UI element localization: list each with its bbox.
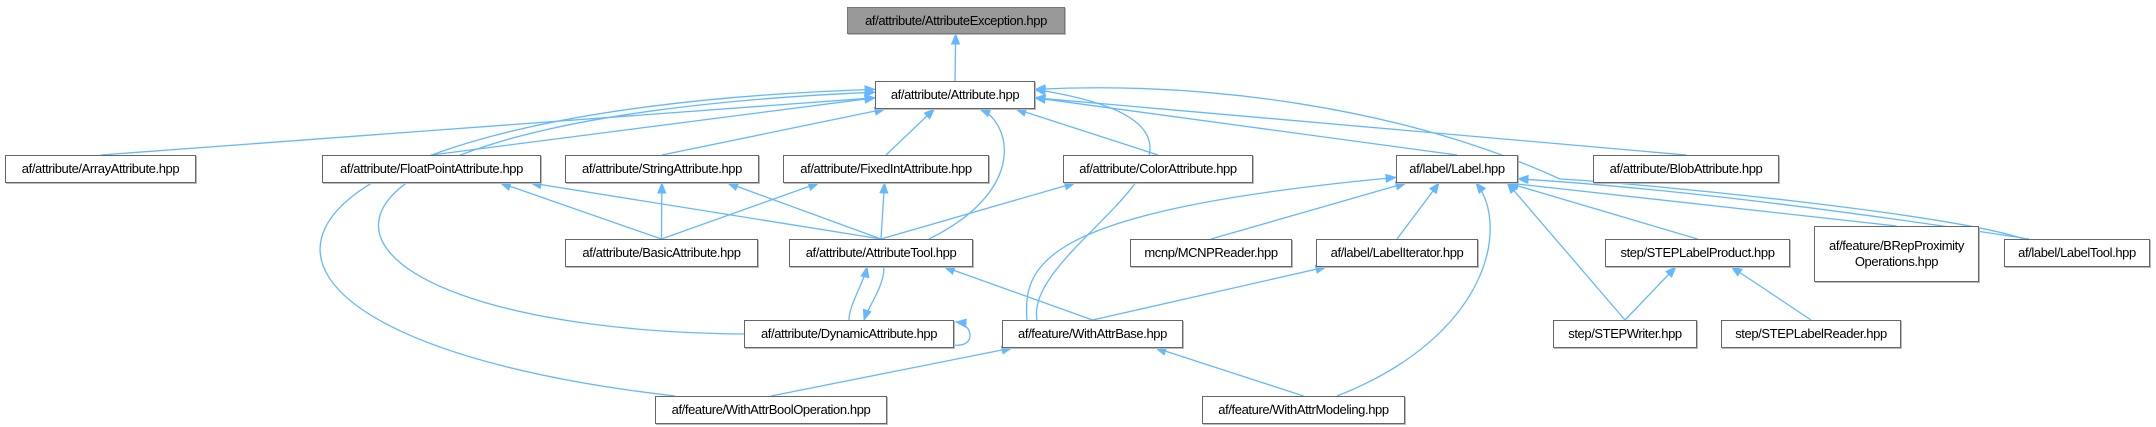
edge-dynamic-to-attrtool (848, 265, 870, 321)
file-node-label[interactable]: af/label/Label.hpp (1396, 155, 1518, 183)
edge-attribute-to-exception (950, 32, 961, 82)
file-node-mcnp[interactable]: mcnp/MCNPReader.hpp (1130, 239, 1292, 267)
edge-dynamic-to-dynamic (953, 318, 971, 346)
file-node-dynamic[interactable]: af/attribute/DynamicAttribute.hpp (744, 320, 954, 348)
edge-floatpoint-to-attribute (431, 94, 877, 156)
edge-boolop-to-attribute (319, 85, 877, 397)
file-node-boolop[interactable]: af/feature/WithAttrBoolOperation.hpp (655, 396, 887, 424)
file-node-color[interactable]: af/attribute/ColorAttribute.hpp (1063, 155, 1253, 183)
edge-string-to-attribute (661, 106, 887, 156)
edge-attrtool-to-floatpoint (529, 180, 882, 240)
file-node-stepwriter[interactable]: step/STEPWriter.hpp (1553, 320, 1697, 348)
edge-attrtool-to-dynamic (862, 266, 885, 322)
edge-labeliter-to-label (1396, 182, 1440, 240)
file-node-attrtool[interactable]: af/attribute/AttributeTool.hpp (789, 239, 973, 267)
file-node-withattrbase[interactable]: af/feature/WithAttrBase.hpp (1002, 320, 1183, 348)
file-node-steplabelreader[interactable]: step/STEPLabelReader.hpp (1721, 320, 1901, 348)
file-node-steplabelproduct[interactable]: step/STEPLabelProduct.hpp (1605, 239, 1790, 267)
edge-attrtool-to-string (726, 182, 882, 240)
edge-blob-to-attribute (1033, 94, 1687, 156)
edge-basic-to-fixedint (661, 182, 820, 240)
edge-labeltool-to-attribute (1033, 84, 2025, 240)
edge-brep-to-label (1506, 179, 1897, 227)
file-node-blob[interactable]: af/attribute/BlobAttribute.hpp (1593, 155, 1779, 183)
edge-modeling-to-withattrbase (1154, 346, 1304, 397)
file-node-exception: af/attribute/AttributeException.hpp (847, 7, 1065, 34)
edge-withattrbase-to-label (1025, 173, 1398, 321)
edge-withattrbase-to-attrtool (943, 266, 1093, 321)
edge-withattrbase-to-labeliter (1092, 264, 1328, 321)
edge-fixedint-to-attribute (885, 108, 936, 156)
file-node-modeling[interactable]: af/feature/WithAttrModeling.hpp (1202, 396, 1405, 424)
edge-attrtool-to-color (880, 181, 1077, 240)
edge-attrtool-to-fixedint (879, 181, 889, 240)
edge-label-to-attribute (1033, 94, 1458, 156)
edge-boolop-to-withattrbase (770, 345, 1014, 397)
edge-dynamic-to-attribute (377, 87, 877, 335)
file-node-string[interactable]: af/attribute/StringAttribute.hpp (565, 155, 759, 183)
edge-stepwriter-to-steplabelproduct (1624, 266, 1677, 321)
edge-withattrbase-to-attribute (1033, 86, 1151, 321)
file-node-labeltool[interactable]: af/label/LabelTool.hpp (2004, 239, 2150, 267)
file-node-attribute[interactable]: af/attribute/Attribute.hpp (875, 81, 1035, 109)
file-node-brep[interactable]: af/feature/BRepProximity Operations.hpp (1814, 226, 1979, 282)
file-node-fixedint[interactable]: af/attribute/FixedIntAttribute.hpp (783, 155, 989, 183)
edge-color-to-attribute (1014, 107, 1159, 156)
edge-array-to-attribute (100, 93, 877, 156)
edge-mcnp-to-label (1210, 181, 1408, 240)
file-node-array[interactable]: af/attribute/ArrayAttribute.hpp (5, 155, 196, 183)
edge-steplabelreader-to-steplabelproduct (1730, 266, 1812, 321)
edge-stepwriter-to-label (1506, 182, 1626, 321)
edge-modeling-to-label (1336, 182, 1491, 397)
edge-attrtool-to-attribute (928, 108, 1005, 240)
edge-steplabelproduct-to-label (1506, 181, 1698, 240)
file-node-labeliter[interactable]: af/label/LabelIterator.hpp (1316, 239, 1478, 267)
file-node-floatpoint[interactable]: af/attribute/FloatPointAttribute.hpp (322, 155, 541, 183)
file-node-basic[interactable]: af/attribute/BasicAttribute.hpp (565, 239, 758, 267)
edge-basic-to-floatpoint (499, 182, 662, 240)
